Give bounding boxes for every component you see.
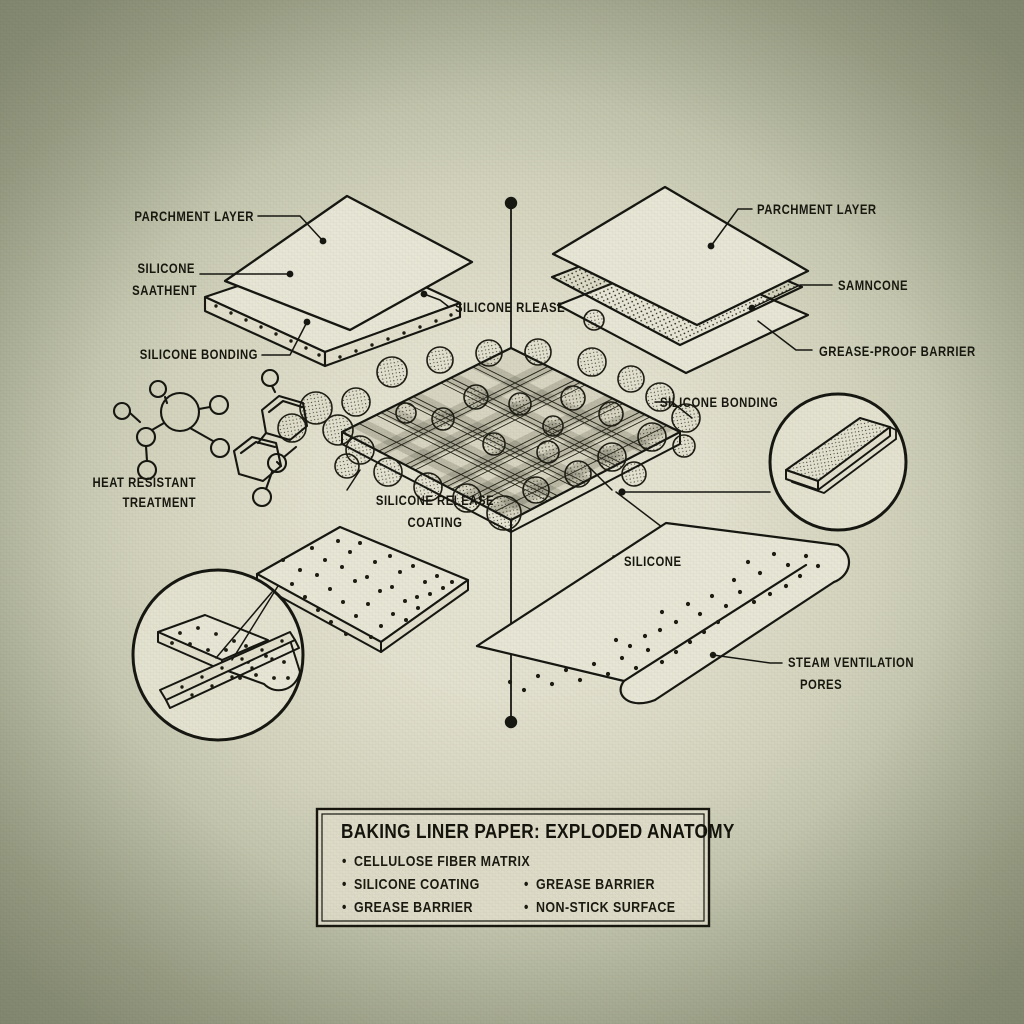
label-silicone-treatment-line2: SAATHENT — [132, 283, 197, 298]
inset-detail-right — [618, 392, 908, 532]
legend-inner-border — [321, 813, 705, 922]
silicone-bond-dots-left — [214, 304, 321, 357]
label-grease-proof-barrier: GREASE-PROOF BARRIER — [819, 344, 976, 359]
label-parchment-layer-left: PARCHMENT LAYER — [134, 209, 254, 224]
legend-bullet-l0: • — [342, 853, 347, 869]
label-silicone-center: SILICONE — [624, 554, 682, 569]
right-top-sheet-parchment — [551, 185, 810, 327]
label-silicone-treatment-line1: SILICONE — [137, 261, 195, 276]
legend-bullet-r1: • — [524, 899, 529, 915]
leaders-top-right — [707, 208, 833, 351]
legend-column-right: • GREASE BARRIER • NON-STICK SURFACE — [524, 876, 676, 915]
legend-title: BAKING LINER PAPER: EXPLODED ANATOMY — [341, 820, 735, 843]
label-silicone-release-coating-line1: SILICONE RELEASE — [376, 493, 494, 508]
legend-item-r1: NON-STICK SURFACE — [536, 899, 676, 915]
axis-bottom-dot — [504, 715, 518, 729]
silicone-bond-dots-right — [338, 313, 453, 359]
molecule-structure — [112, 368, 309, 508]
legend-bullet-l2: • — [342, 899, 347, 915]
label-silicone-bonding-right: SILICONE BONDING — [660, 395, 778, 410]
label-parchment-layer-right: PARCHMENT LAYER — [757, 202, 877, 217]
legend-item-l2: GREASE BARRIER — [354, 899, 473, 915]
legend-outer-border — [315, 807, 711, 928]
center-woven-matrix — [277, 309, 701, 533]
label-steam-ventilation-line1: STEAM VENTILATION — [788, 655, 914, 670]
left-upper-sheet — [223, 194, 474, 332]
label-steam-ventilation-line2: PORES — [800, 677, 842, 692]
top-right-sheet-stack — [550, 185, 810, 375]
label-heat-resistant-line1: HEAT RESISTANT — [92, 475, 196, 490]
axis-top-dot — [504, 196, 518, 210]
label-heat-resistant-line2: TREATMENT — [122, 495, 196, 510]
legend-bullet-l1: • — [342, 876, 347, 892]
legend-item-r0: GREASE BARRIER — [536, 876, 655, 892]
legend-item-l1: SILICONE COATING — [354, 876, 480, 892]
legend-bullet-r0: • — [524, 876, 529, 892]
label-silicone-bonding-left: SILICONE BONDING — [140, 347, 258, 362]
legend-item-l0: CELLULOSE FIBER MATRIX — [354, 853, 530, 869]
rolled-parchment-sheet — [475, 521, 850, 705]
inset-detail-left — [131, 568, 305, 742]
steam-ventilation-pores — [507, 551, 821, 693]
silicone-droplet-spheres — [277, 309, 701, 531]
perforation-pores — [281, 539, 454, 639]
label-silicone-release-center: SILICONE RLEASE — [455, 300, 565, 315]
perforated-sheet — [255, 525, 470, 653]
leaders-top-left — [199, 215, 450, 356]
label-silicone-release-coating-line2: COATING — [408, 515, 463, 530]
legend-column-left: • CELLULOSE FIBER MATRIX • SILICONE COAT… — [342, 853, 530, 915]
label-silicone-right: SAMNCONE — [838, 278, 908, 293]
top-left-sheet-stack — [203, 194, 474, 368]
